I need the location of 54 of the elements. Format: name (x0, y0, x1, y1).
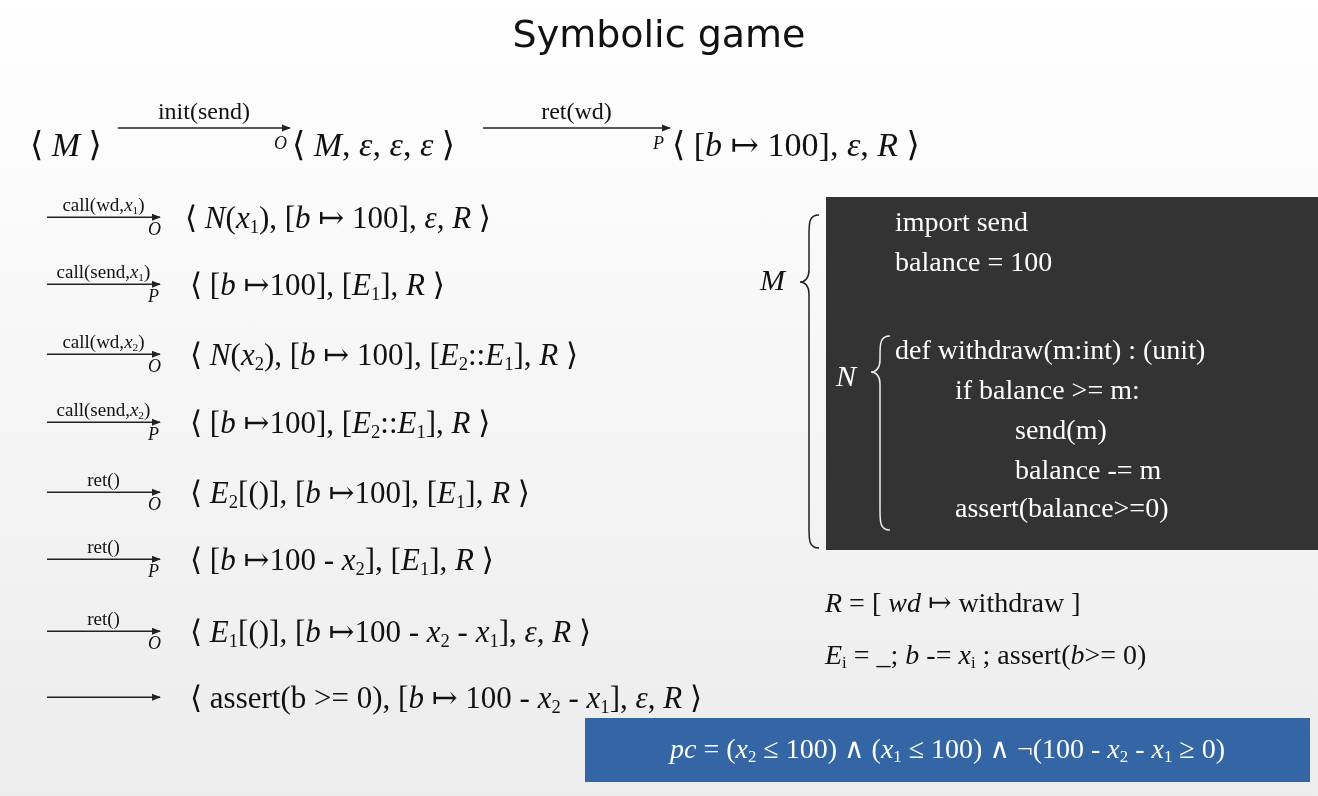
slide-title: Symbolic game (511, 12, 807, 56)
code-line: if balance >= m: (955, 373, 1140, 407)
state-configuration: ⟨ [b ↦100], [E$_{1}$], R ⟩ (190, 264, 445, 314)
transition-arrow (46, 280, 161, 288)
code-panel (826, 197, 1318, 550)
edge-label: call(wd,x$_{2}$) (62, 330, 145, 355)
polarity-mark: P (653, 133, 664, 155)
polarity-mark: P (148, 561, 159, 583)
transition-arrow (46, 488, 161, 496)
transition-arrow (46, 693, 161, 701)
edge-label: ret(wd) (541, 98, 612, 126)
transition-arrow (46, 627, 161, 635)
brace-label: N (836, 358, 856, 394)
code-line: send(m) (1015, 413, 1107, 447)
state-configuration: ⟨ N(x$_{2}$), [b ↦ 100], [E$_{2}$::E$_{1}$], R ⟩ (190, 334, 579, 384)
state-configuration: ⟨ N(x$_{1}$), [b ↦ 100], ε, R ⟩ (185, 197, 491, 247)
transition-arrow (46, 418, 161, 426)
state-configuration: ⟨ M, ε, ε, ε ⟩ (292, 122, 456, 168)
state-configuration: ⟨ assert(b >= 0), [b ↦ 100 - x$_{2}$ - x$_{1}$], ε, R ⟩ (190, 677, 702, 727)
edge-label: ret() (87, 468, 120, 491)
path-condition-formula: pc = (x$_{2}$ ≤ 100) ∧ (x$_{1}$ ≤ 100) ∧ ¬(100 - x$_{2}$ - x$_{1}$ ≥ 0) (669, 732, 1225, 768)
brace-label: M (760, 262, 785, 298)
code-line: def withdraw(m:int) : (unit) (895, 333, 1206, 367)
definition-text: E$_{i}$ = _; b -= x$_{i}$ ; assert(b>= 0) (825, 638, 1147, 675)
transition-arrow (46, 350, 161, 358)
state-configuration: ⟨ [b ↦ 100], ε, R ⟩ (672, 122, 920, 168)
polarity-mark: O (274, 133, 287, 155)
code-line: assert(balance>=0) (955, 491, 1169, 525)
polarity-mark: O (148, 494, 161, 516)
transition-arrow (482, 124, 671, 132)
definition-text: R = [ wd ↦ withdraw ] (825, 586, 1081, 620)
edge-label: call(wd,x$_{1}$) (62, 193, 145, 218)
edge-label: ret() (87, 535, 120, 558)
polarity-mark: P (148, 424, 159, 446)
edge-label: init(send) (157, 98, 250, 126)
state-configuration: ⟨ M ⟩ (30, 122, 102, 168)
code-line: balance -= m (1015, 453, 1162, 487)
polarity-mark: P (148, 286, 159, 308)
edge-label: call(send,x$_{1}$) (56, 260, 151, 285)
state-configuration: ⟨ [b ↦100], [E$_{2}$::E$_{1}$], R ⟩ (190, 402, 491, 452)
edge-label: call(send,x$_{2}$) (56, 398, 151, 423)
polarity-mark: O (148, 633, 161, 655)
path-condition-box (585, 718, 1310, 782)
state-configuration: ⟨ E$_{1}$[()], [b ↦100 - x$_{2}$ - x$_{1}$], ε, R ⟩ (190, 611, 592, 661)
edge-label: ret() (87, 607, 120, 630)
code-line: balance = 100 (895, 245, 1053, 279)
transition-arrow (117, 124, 291, 132)
transition-arrow (46, 555, 161, 563)
transition-arrow (46, 213, 161, 221)
state-configuration: ⟨ E$_{2}$[()], [b ↦100], [E$_{1}$], R ⟩ (190, 472, 530, 522)
state-configuration: ⟨ [b ↦100 - x$_{2}$], [E$_{1}$], R ⟩ (190, 539, 494, 589)
code-line: import send (895, 205, 1028, 239)
polarity-mark: O (148, 219, 161, 241)
polarity-mark: O (148, 356, 161, 378)
